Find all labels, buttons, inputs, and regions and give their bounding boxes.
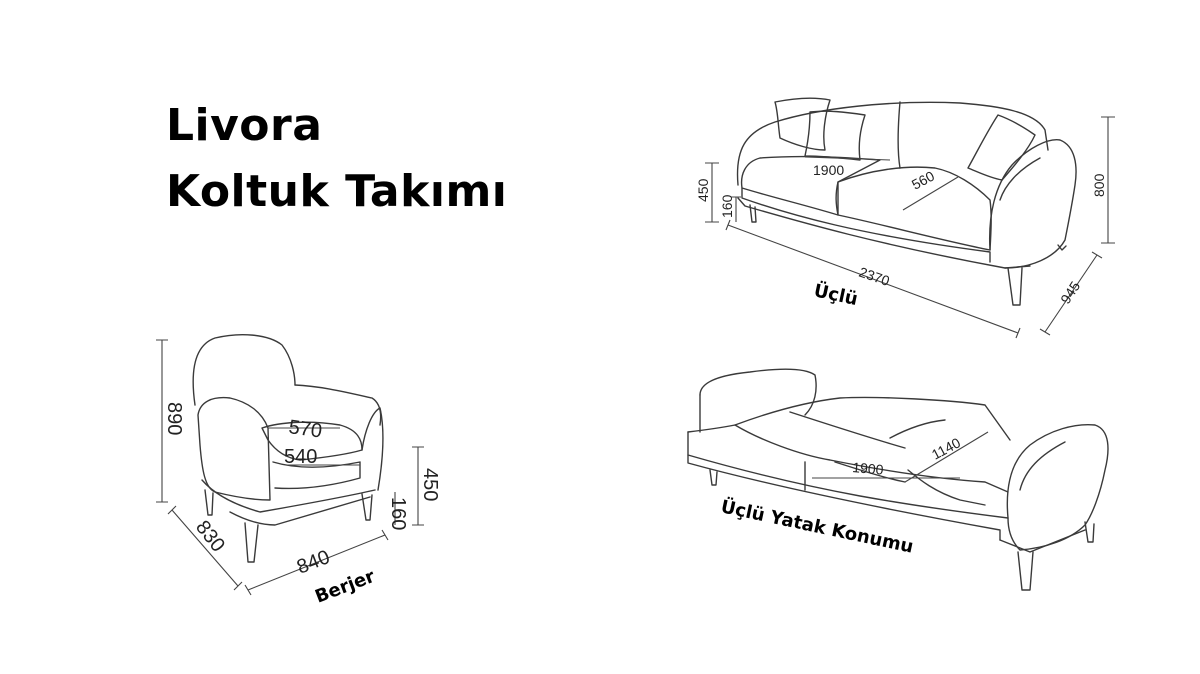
armchair-dim-seat-depth: 540 (284, 446, 317, 468)
bed-caption: Üçlü Yatak Konumu (719, 495, 916, 557)
product-title: Livora (166, 100, 323, 151)
sofa-dim-seat-height: 450 (695, 178, 711, 202)
sofa-drawing (736, 97, 1077, 306)
sofa-dim-total-height: 800 (1091, 173, 1107, 197)
armchair-dim-total-width: 840 (294, 546, 333, 578)
armchair-dim-seat-height: 450 (419, 468, 441, 501)
bed-drawing (687, 368, 1109, 591)
armchair-dim-leg-height: 160 (387, 497, 409, 530)
sofa-dim-seat-width: 1900 (813, 162, 844, 178)
armchair-caption: Berjer (312, 566, 378, 608)
sofa-caption: Üçlü (812, 279, 860, 310)
armchair-dim-seat-depth-top: 570 (287, 416, 323, 442)
bed-dim-depth: 1140 (929, 434, 963, 462)
sofa-dim-seat-depth: 560 (909, 167, 937, 192)
armchair-dim-total-depth: 830 (191, 517, 229, 557)
product-subtitle: Koltuk Takımı (166, 166, 508, 217)
armchair-dimensions (156, 339, 424, 596)
armchair-drawing (192, 334, 384, 563)
armchair-dim-total-height: 890 (163, 402, 185, 435)
bed-dim-width: 1900 (852, 459, 885, 478)
sofa-dim-total-depth: 945 (1057, 278, 1083, 306)
sofa-dim-leg-height: 160 (719, 194, 735, 218)
sofa-dimensions (705, 116, 1115, 339)
bed-dimensions (812, 431, 989, 483)
sofa-dim-total-width: 2370 (857, 264, 892, 289)
